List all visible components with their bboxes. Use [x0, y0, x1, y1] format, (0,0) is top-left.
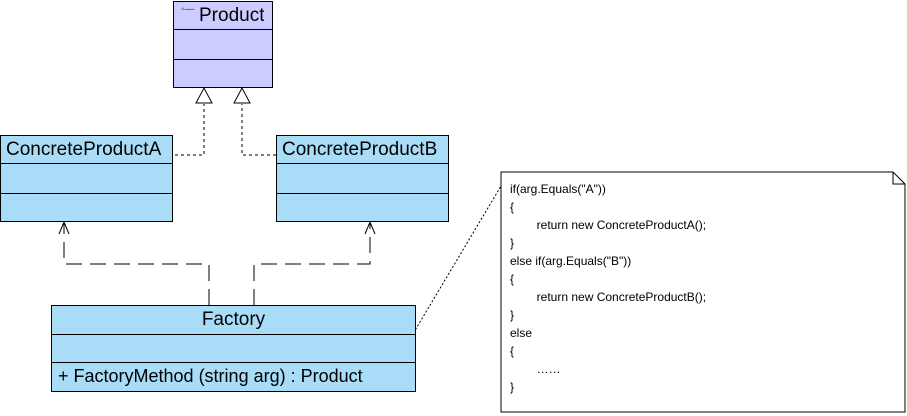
note-line: else — [510, 326, 533, 340]
note-line: } — [510, 236, 515, 250]
dependency-factory-to-a — [58, 220, 210, 305]
note-line: { — [510, 344, 515, 358]
note-anchor-line — [394, 185, 502, 365]
note-line: return new ConcreteProductA(); — [510, 218, 707, 232]
factory-operations-compartment: + FactoryMethod (string arg) : Product — [52, 363, 415, 391]
interface-icon: ◦— — [181, 4, 195, 15]
concrete-product-b-class[interactable]: ConcreteProductB — [276, 135, 449, 222]
concrete-product-a-class[interactable]: ConcreteProductA — [0, 135, 173, 222]
factory-attributes — [52, 335, 415, 363]
concrete-product-b-name: ConcreteProductB — [282, 139, 438, 160]
dependency-factory-to-b — [253, 220, 376, 305]
product-class[interactable]: ◦— Product — [173, 1, 273, 88]
concrete-product-b-operations — [277, 194, 448, 221]
note-line: } — [510, 380, 515, 394]
note-line: else if(arg.Equals("B")) — [510, 254, 632, 268]
concrete-product-a-operations — [1, 194, 172, 221]
concrete-product-a-name: ConcreteProductA — [6, 139, 162, 160]
product-operations-compartment — [174, 60, 272, 87]
note-line: } — [510, 308, 515, 322]
note-line: if(arg.Equals("A")) — [510, 182, 606, 196]
factory-class[interactable]: Factory + FactoryMethod (string arg) : P… — [51, 305, 416, 392]
concrete-product-b-name-compartment: ConcreteProductB — [277, 136, 448, 164]
note-code-text: if(arg.Equals("A")) { return new Concrete… — [510, 180, 706, 396]
realization-a-to-product — [169, 86, 213, 156]
product-attributes-compartment — [174, 30, 272, 60]
note-shape — [500, 171, 906, 413]
note-line: …… — [510, 362, 561, 376]
note-line: { — [510, 272, 515, 286]
product-name-compartment: ◦— Product — [174, 2, 272, 30]
concrete-product-a-attributes — [1, 164, 172, 194]
product-name: Product — [199, 5, 265, 26]
factory-method-operation: + FactoryMethod (string arg) : Product — [58, 366, 363, 386]
code-note[interactable]: if(arg.Equals("A")) { return new Concrete… — [501, 172, 905, 412]
realization-b-to-product — [233, 86, 276, 156]
concrete-product-b-attributes — [277, 164, 448, 194]
note-line: return new ConcreteProductB(); — [510, 290, 707, 304]
factory-name: Factory — [201, 309, 266, 330]
note-line: { — [510, 200, 515, 214]
factory-name-compartment: Factory — [52, 306, 415, 335]
concrete-product-a-name-compartment: ConcreteProductA — [1, 136, 172, 164]
